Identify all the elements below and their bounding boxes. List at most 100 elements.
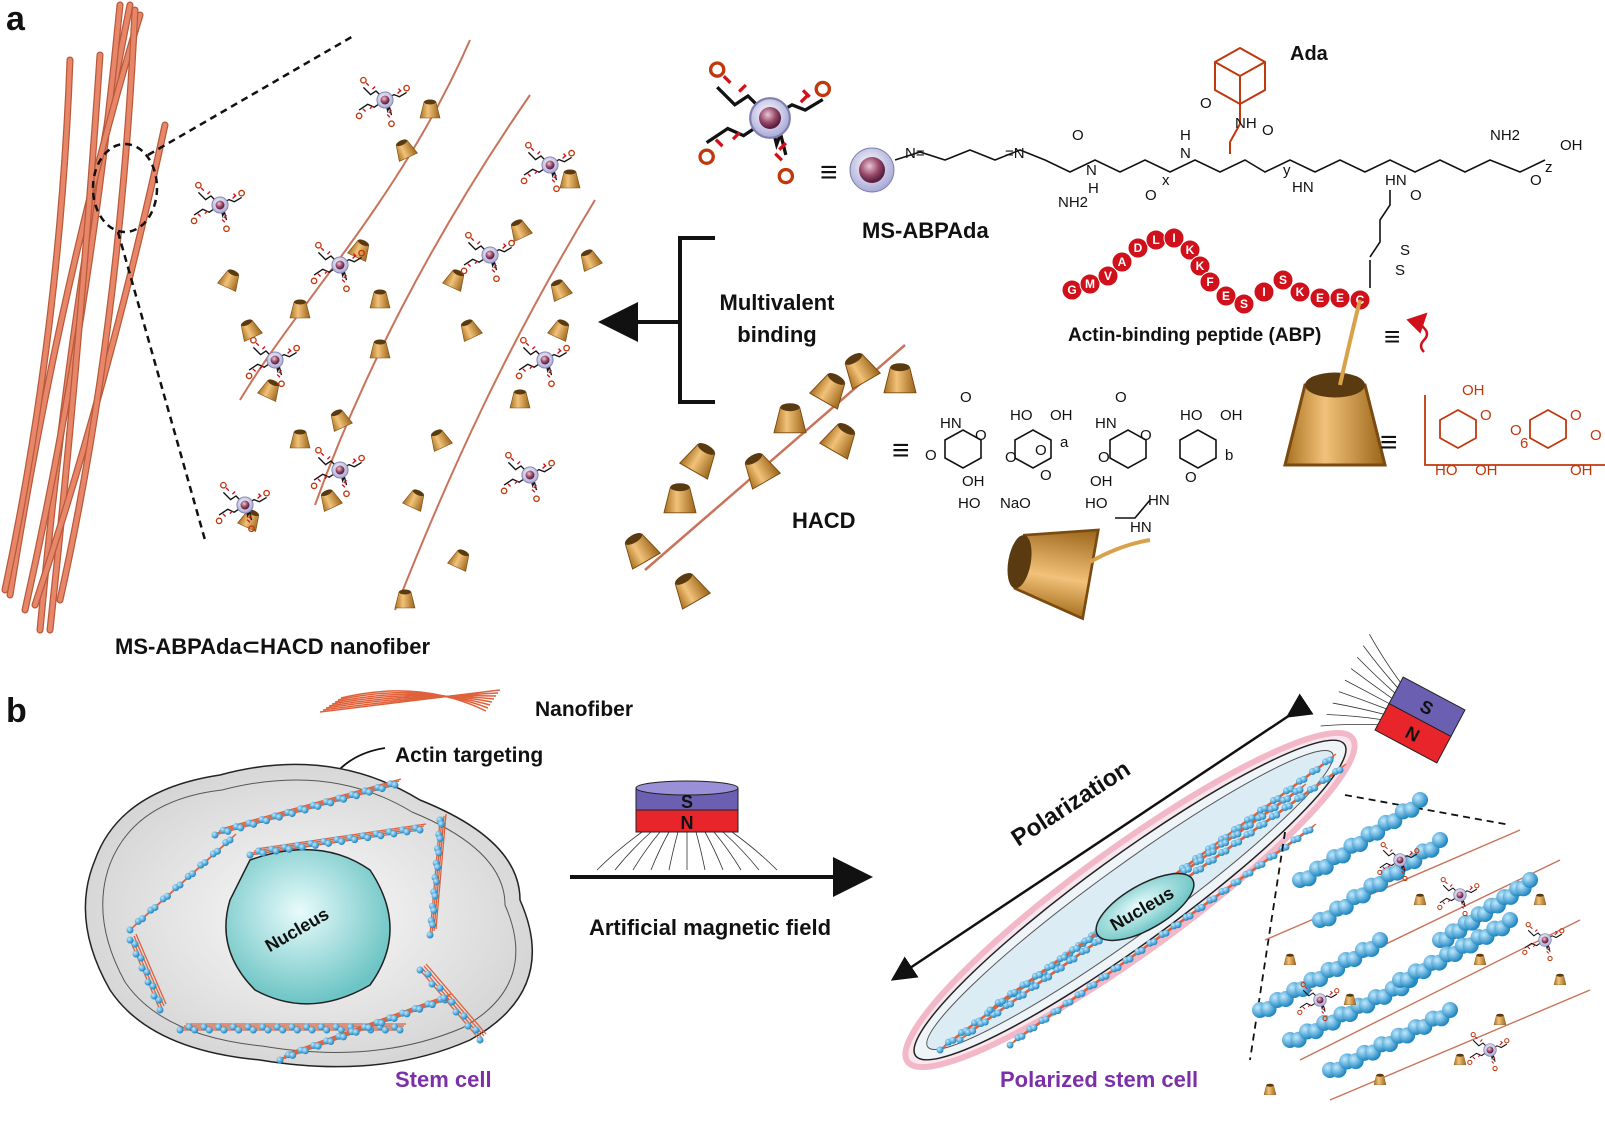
actin-bead: [464, 1022, 472, 1030]
actin-bead: [205, 1026, 213, 1034]
actin-bead: [237, 824, 245, 832]
field-line: [1326, 714, 1381, 720]
ada-icon: [343, 285, 350, 293]
core: [215, 200, 225, 210]
actin-bead: [1209, 856, 1217, 864]
ada-icon: [215, 517, 223, 525]
actin-bead: [1090, 981, 1098, 989]
actin-bead: [176, 1026, 184, 1034]
actin-bead: [293, 1026, 301, 1034]
atom-label: O: [1040, 467, 1052, 484]
actin-bead: [1184, 865, 1192, 873]
cone-cavity: [675, 572, 693, 585]
cone-cavity: [1476, 953, 1484, 957]
ada-icon: [1522, 949, 1528, 955]
ada-icon: [223, 225, 230, 233]
nanofiber-strand: [340, 690, 487, 712]
ada-icon: [245, 372, 253, 380]
abp-icon: [491, 264, 497, 273]
polarization-label: Polarization: [1007, 755, 1136, 852]
cone-cavity: [452, 269, 464, 277]
ada-icon: [708, 61, 726, 78]
nanofiber-strand: [331, 694, 493, 705]
core: [1541, 936, 1549, 944]
actin-bead: [1078, 989, 1086, 997]
cd-cone-icon: [395, 139, 418, 162]
actin-bead: [430, 906, 438, 914]
adamantane-structure: [1214, 46, 1266, 154]
cone-cavity: [396, 139, 408, 147]
actin-bead: [448, 998, 456, 1006]
actin-bead: [352, 1028, 360, 1036]
actin-bead: [308, 1026, 316, 1034]
cd-cone-icon: [442, 269, 465, 292]
actin-bead: [1260, 820, 1268, 828]
abp-icon: [551, 174, 557, 183]
actin-bead: [224, 827, 232, 835]
magnet-n-label: N: [681, 813, 694, 833]
cd-cone-icon: [547, 319, 570, 342]
cone-cavity: [461, 319, 473, 327]
cone-cavity: [424, 99, 436, 105]
cd-cone-icon: [1473, 953, 1487, 965]
actin-bead: [1235, 824, 1243, 832]
cone-cavity: [1266, 1083, 1274, 1087]
actin-bead: [949, 1036, 957, 1044]
actin-bead: [327, 799, 335, 807]
abp-icon: [1329, 990, 1333, 996]
atom-label: a: [1060, 434, 1069, 451]
nanofiber-bundle: [1, 1, 169, 634]
field-line: [1362, 645, 1398, 688]
fiber: [21, 1, 124, 614]
actin-bead: [986, 1006, 994, 1014]
cone-cavity: [837, 422, 855, 435]
nanofiber-network: [190, 39, 603, 611]
cone-cavity: [294, 429, 306, 435]
atom-label: O: [1262, 122, 1274, 139]
atom-label: O: [1185, 469, 1197, 486]
cd-cone-icon: [1493, 1013, 1507, 1025]
atom-label: N: [1086, 162, 1097, 179]
actin-bead: [1284, 795, 1292, 803]
abp-icon: [1546, 947, 1551, 954]
amino-acid-letter: E: [1222, 289, 1230, 303]
actin-bead: [1126, 955, 1134, 963]
actin-bead: [131, 940, 139, 948]
nanofiber-caption: MS-ABPAda⊂HACD nanofiber: [115, 634, 430, 659]
core: [1486, 1046, 1494, 1054]
cd-cone-icon: [550, 279, 573, 302]
ms-particle-icon: [520, 141, 575, 193]
cd-cone-icon: [217, 269, 240, 292]
atom-label: HN: [1095, 415, 1117, 432]
cone-cavity: [780, 403, 800, 412]
cone-cavity: [331, 409, 343, 417]
ms-abpada-particle: [698, 61, 832, 185]
inset-strand: [1329, 989, 1591, 1101]
actin-bead: [1150, 938, 1158, 946]
actin-bead: [323, 1026, 331, 1034]
abp-icon: [1491, 1057, 1496, 1064]
core: [540, 355, 550, 365]
ada-icon: [1377, 869, 1383, 875]
ms-particle-icon: [515, 336, 570, 388]
fiber-highlight: [57, 7, 138, 603]
atom-label: OH: [1462, 382, 1485, 399]
actin-bead: [338, 838, 346, 846]
ada-icon: [500, 487, 508, 495]
actin-bead: [220, 1026, 228, 1034]
cd-cone-icon: [330, 409, 353, 432]
nanofiber-label: Nanofiber: [535, 698, 633, 721]
actin-bead: [191, 1026, 199, 1034]
actin-bead: [351, 836, 359, 844]
cd-cone-icon: [1283, 372, 1387, 467]
atom-label: O: [1115, 389, 1127, 406]
actin-bead: [1019, 991, 1027, 999]
ms-particle-icon: [460, 231, 515, 283]
core: [1456, 891, 1464, 899]
cd-cone-icon: [580, 249, 603, 272]
cone-cavity: [1556, 973, 1564, 977]
atom-label: HO: [1085, 495, 1108, 512]
amino-acid-M: [1079, 273, 1101, 295]
cd-cone-icon: [320, 489, 343, 512]
